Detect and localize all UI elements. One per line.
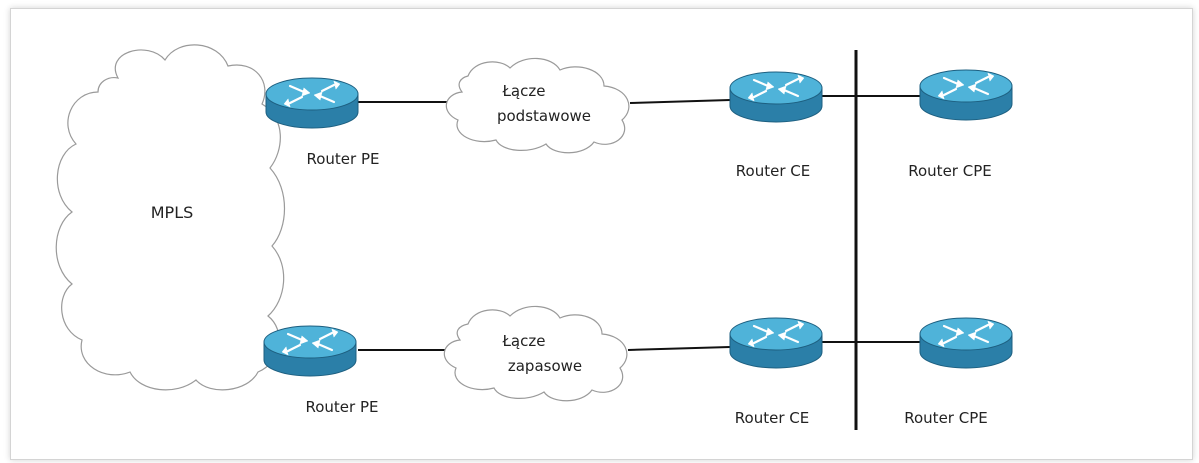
link-primary-to-ce-top (629, 99, 731, 104)
mpls-label: MPLS (151, 203, 194, 222)
backup-link-label-line2: zapasowe (508, 357, 582, 375)
connections (358, 95, 922, 351)
router-cpe-top-icon (918, 68, 1014, 122)
backup-link-label-line1: Łącze (502, 332, 546, 350)
router-ce-top-label: Router CE (736, 162, 810, 180)
link-backup-to-ce-bottom (627, 346, 731, 351)
router-pe-bottom-icon (262, 324, 358, 378)
primary-link-cloud-icon (445, 57, 630, 154)
router-ce-bottom-icon (728, 316, 824, 370)
primary-link-label-line1: Łącze (502, 82, 546, 100)
router-cpe-top-label: Router CPE (908, 162, 991, 180)
router-cpe-bottom-icon (918, 316, 1014, 370)
router-pe-top-label: Router PE (306, 150, 379, 168)
router-ce-top-icon (728, 70, 824, 124)
primary-link-label-line2: podstawowe (497, 107, 591, 125)
backup-link-cloud-icon (443, 305, 628, 402)
router-pe-top-icon (264, 76, 360, 130)
router-pe-bottom-label: Router PE (305, 398, 378, 416)
mpls-cloud-icon (55, 44, 286, 391)
router-cpe-bottom-label: Router CPE (904, 409, 987, 427)
router-ce-bottom-label: Router CE (735, 409, 809, 427)
